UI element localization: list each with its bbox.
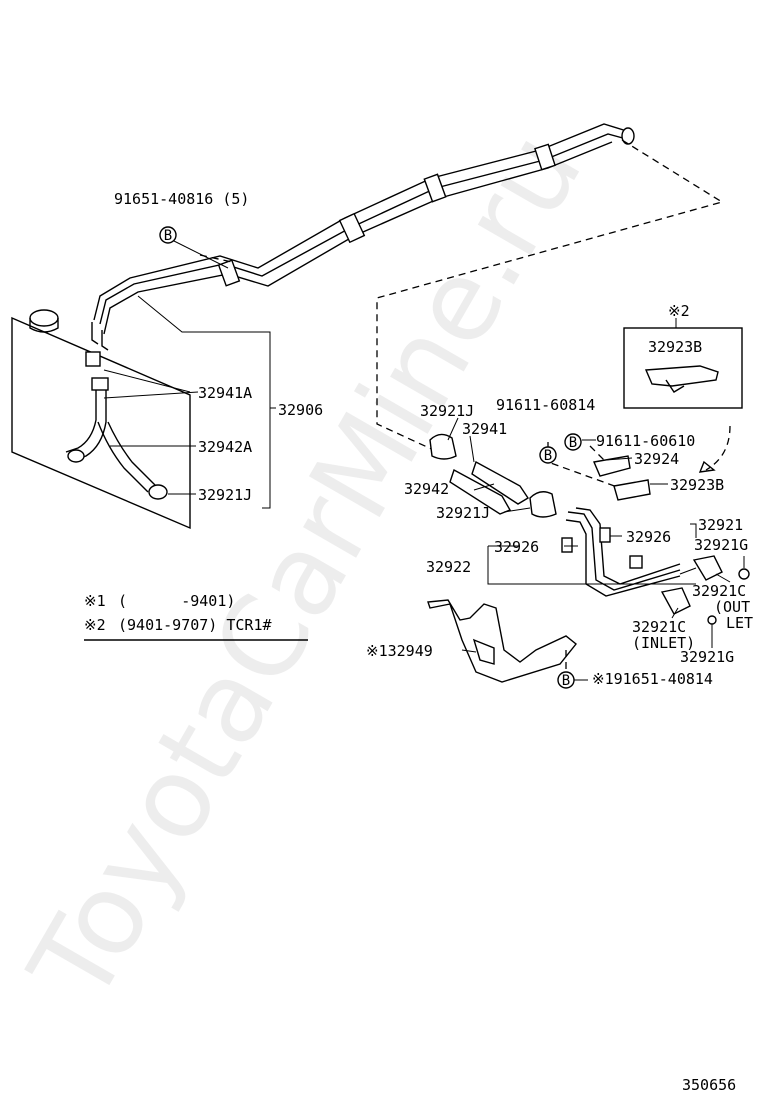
watermark: ToyotaCarMine.ru [5,111,607,1024]
label-32921g: 32921G [680,648,734,666]
label-32921j-lower: 32921J [436,504,490,522]
label-inset-mark: ※2 [668,302,690,320]
label-32921c-inlet: 32921C [632,618,686,636]
label-bolt-91611-60814: 91611-60814 [496,396,595,414]
label-32926-left: 32926 [494,538,539,556]
label-32921g-top: 32921G [694,536,748,554]
fittings-32921c-32921g-drawing [660,555,750,625]
label-32922: 32922 [426,558,471,576]
label-outlet: (OUT [714,598,750,616]
hoses-32941-32942-drawing [449,460,529,515]
label-32924: 32924 [634,450,679,468]
label-32906: 32906 [278,401,323,419]
left-leader-lines [103,237,276,509]
label-32942: 32942 [404,480,449,498]
right-leader-lines [447,417,745,681]
label-32941a: 32941A [198,384,252,402]
bolt-symbols [159,226,582,689]
bracket-32949-drawing [427,599,577,683]
bolt-symbol-b: B [164,228,172,244]
bolt-symbol-b: B [569,435,577,451]
pipes-32922-drawing [561,507,681,597]
radiator-tank-drawing [11,309,191,530]
note-2-text: (9401-9707) TCR1# [118,616,272,634]
label-32921j-left: 32921J [198,486,252,504]
bolt-symbol-b: B [562,673,570,689]
hose-32942a-drawing [65,351,168,500]
label-32923b-inset: 32923B [648,338,702,356]
label-32942a: 32942A [198,438,252,456]
brackets-32924-32923b-drawing [593,455,651,501]
label-32926-right: 32926 [626,528,671,546]
oil-cooler-tube-32906 [91,123,635,351]
note-1-text: ( -9401) [118,592,235,610]
label-inlet: (INLET) [632,634,695,652]
label-32941: 32941 [462,420,507,438]
label-32923b: 32923B [670,476,724,494]
clamp-32921j-drawing [429,433,557,518]
label-32921: 32921 [698,516,743,534]
label-32921j-mid: 32921J [420,402,474,420]
label-32921c-right: 32921C [692,582,746,600]
label-32949: ※132949 [366,642,433,660]
figure-id: 350656 [682,1076,736,1094]
label-bolt-91611-60610: 91611-60610 [596,432,695,450]
note-1-mark: ※1 [84,592,106,610]
label-bolt-191651-40814: ※191651-40814 [592,670,713,688]
variant-inset-box [623,327,743,409]
label-bolt-91651-40816: 91651-40816 (5) [114,190,249,208]
label-outlet-cont: LET [726,614,753,632]
arrow-head [698,460,716,473]
bracket-32923b-inset-drawing [644,365,719,393]
note-2-mark: ※2 [84,616,106,634]
bolt-symbol-b: B [544,448,552,464]
